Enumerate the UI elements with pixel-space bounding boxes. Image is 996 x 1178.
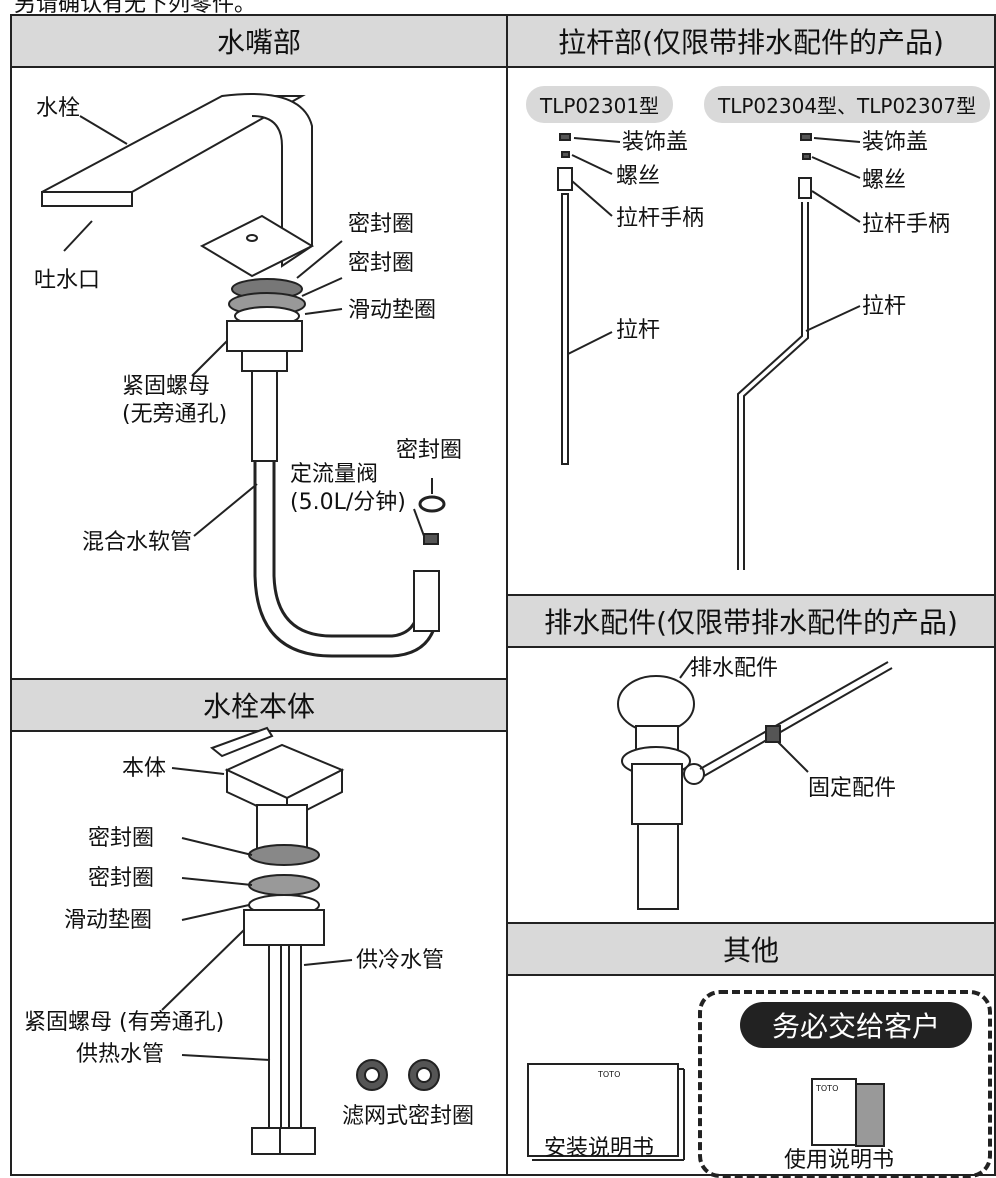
label-b-handle: 拉杆手柄 [862, 212, 951, 237]
label-body-lock-nut: 紧固螺母 (有旁通孔) [24, 1010, 225, 1035]
label-hot-pipe: 供热水管 [76, 1042, 165, 1067]
label-lock-nut-note: (无旁通孔) [122, 402, 228, 427]
user-manual-label: 使用说明书 [784, 1148, 895, 1173]
label-flow-valve: 定流量阀 [290, 462, 379, 487]
label-lock-nut: 紧固螺母 [122, 374, 211, 399]
label-a-handle: 拉杆手柄 [616, 206, 705, 231]
model-a-badge: TLP02301型 [526, 86, 674, 123]
top-note: 另请确认有无下列零件。 [14, 0, 257, 17]
label-seal-2: 密封圈 [348, 251, 415, 276]
label-b-cap: 装饰盖 [862, 130, 929, 155]
label-b-rod: 拉杆 [862, 294, 907, 319]
other-illustration [527, 1063, 885, 1161]
label-body-slide-washer: 滑动垫圈 [64, 908, 153, 933]
other-panel: 其他 TOTO 安装说明书 务必交给客户 TOTO 使用说明书 [506, 922, 996, 1178]
lever-illustration [557, 133, 861, 570]
label-body-seal-1: 密封圈 [88, 826, 155, 851]
must-give-badge: 务必交给客户 [740, 1002, 972, 1048]
user-manual-brand: TOTO [816, 1084, 839, 1093]
lever-panel-title: 拉杆部(仅限带排水配件的产品) [508, 16, 994, 68]
drain-illustration [617, 659, 893, 910]
other-panel-title: 其他 [508, 924, 994, 976]
drain-panel-title: 排水配件(仅限带排水配件的产品) [508, 596, 994, 648]
spout-panel: 水嘴部 [10, 14, 508, 680]
spout-illustration [41, 93, 446, 658]
label-body-seal-2: 密封圈 [88, 866, 155, 891]
install-manual-label: 安装说明书 [544, 1136, 655, 1161]
body-panel-title: 水栓本体 [12, 680, 506, 732]
label-mix-hose: 混合水软管 [82, 530, 193, 555]
label-shuishuan: 水栓 [36, 96, 81, 121]
label-a-screw: 螺丝 [616, 164, 661, 189]
label-b-screw: 螺丝 [862, 168, 907, 193]
label-seal-1: 密封圈 [348, 212, 415, 237]
label-seal-3: 密封圈 [396, 438, 463, 463]
lever-panel: 拉杆部(仅限带排水配件的产品) TLP02301型 TLP02304型、TLP0 [506, 14, 996, 596]
label-a-rod: 拉杆 [616, 318, 661, 343]
drain-panel: 排水配件(仅限带排水配件的产品) 排水配件 固定配件 [506, 594, 996, 924]
label-filter-seal: 滤网式密封圈 [342, 1104, 475, 1129]
label-tushuikou: 吐水口 [34, 268, 101, 293]
body-illustration [161, 726, 440, 1155]
label-slide-washer: 滑动垫圈 [348, 298, 437, 323]
install-manual-brand: TOTO [598, 1070, 621, 1079]
label-clamp: 固定配件 [808, 776, 897, 801]
spout-panel-title: 水嘴部 [12, 16, 506, 68]
model-b-badge: TLP02304型、TLP02307型 [704, 86, 991, 123]
label-a-cap: 装饰盖 [622, 130, 689, 155]
label-drain: 排水配件 [690, 656, 779, 681]
body-panel: 水栓本体 本体 [10, 678, 508, 1176]
label-flow-valve-note: (5.0L/分钟) [290, 490, 406, 515]
label-body: 本体 [122, 756, 167, 781]
label-cold-pipe: 供冷水管 [356, 948, 445, 973]
